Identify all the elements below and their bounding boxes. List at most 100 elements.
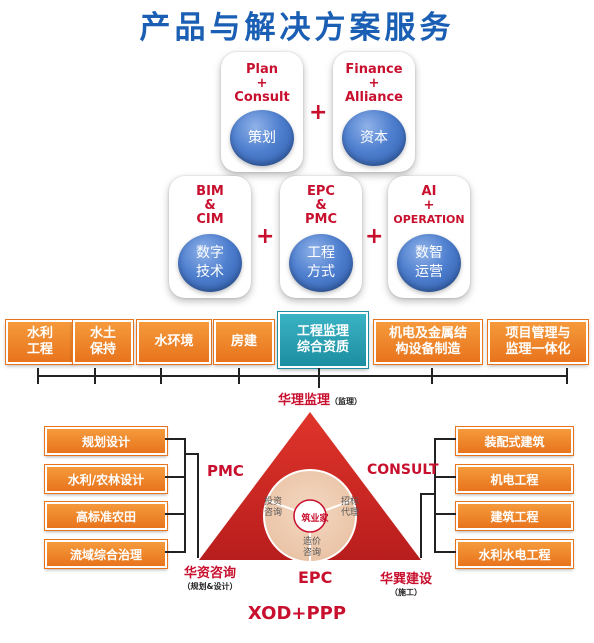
box-mechanical-manufacturing: 机电及金属结构设备制造 — [374, 320, 482, 364]
right-company-note: （施工） — [390, 588, 422, 597]
bracket-tick — [238, 368, 240, 384]
box-soil-conservation: 水土保持 — [73, 320, 133, 364]
left-company-label: 华资咨询 — [183, 566, 236, 581]
box-project-management: 项目管理与监理一体化 — [488, 320, 588, 364]
connector-line — [165, 513, 185, 515]
segment-line2: 咨询 — [263, 508, 282, 518]
connector-line — [434, 476, 456, 478]
box-line1: 房建 — [230, 334, 257, 349]
bracket-tick — [160, 368, 162, 384]
orb-digital-tech: 数字技术 — [178, 234, 242, 292]
card-bottom-label: Consult — [234, 90, 290, 105]
right-box-mechanical-electrical: 机电工程 — [456, 465, 573, 493]
card-plus-label: & — [315, 198, 327, 213]
segment-line1: 造价 — [302, 537, 321, 547]
triangle-diagram — [199, 412, 421, 563]
card-bottom-label: PMC — [304, 212, 337, 227]
box-line2: 构设备制造 — [395, 342, 461, 357]
segment-line1: 招标 — [340, 497, 359, 507]
orb-line2: 运营 — [415, 264, 443, 280]
connector-line — [184, 453, 198, 455]
box-line1: 项目管理与 — [505, 326, 571, 341]
orb-planning: 策划 — [230, 110, 294, 166]
box-supervision-qualification: 工程监理综合资质 — [278, 312, 368, 368]
card-plus-label: & — [204, 198, 216, 213]
box-line2: 工程 — [26, 342, 53, 357]
right-box-prefab-building: 装配式建筑 — [456, 427, 573, 455]
card-top-label: AI — [421, 184, 437, 199]
orb-line1: 数智 — [415, 245, 443, 261]
epc-label: EPC — [298, 568, 333, 587]
card-plus-label: + — [423, 198, 435, 213]
card-plan-consult: Plan + Consult 策划 — [221, 52, 303, 172]
segment-line2: 代理 — [340, 508, 359, 518]
left-company-note: （规划&设计） — [182, 582, 238, 591]
box-water-engineering: 水利工程 — [6, 320, 74, 364]
connector-line — [420, 493, 435, 495]
connector-line — [197, 453, 199, 558]
connector-line — [434, 438, 436, 553]
connector-line — [434, 438, 456, 440]
card-bottom-label: CIM — [196, 212, 224, 227]
card-plus-label: + — [368, 76, 380, 91]
box-line1: 水土 — [89, 326, 116, 341]
connector-line — [165, 476, 185, 478]
orb-engineering-mode: 工程方式 — [289, 234, 353, 292]
bracket-tick — [431, 368, 433, 384]
card-top-label: BIM — [196, 184, 224, 199]
box-line1: 水环境 — [154, 334, 194, 349]
card-plus-label: + — [256, 76, 268, 91]
plus-sign: + — [256, 224, 275, 249]
supervision-label-group: 华理监理（监理） — [250, 389, 390, 408]
orb-line1: 工程 — [307, 245, 335, 261]
connector-line — [420, 493, 422, 558]
right-box-building-engineering: 建筑工程 — [456, 502, 573, 530]
bracket-tick — [94, 368, 96, 384]
card-ai-operation: AI + OPERATION 数智运营 — [388, 176, 470, 298]
box-line2: 保持 — [89, 342, 116, 357]
consult-label: CONSULT — [367, 462, 439, 478]
pmc-label: PMC — [207, 462, 244, 480]
orb-smart-operation: 数智运营 — [397, 234, 461, 292]
card-bim-cim: BIM & CIM 数字技术 — [169, 176, 251, 298]
card-top-label: Finance — [345, 62, 403, 77]
right-company-label: 华巽建设 — [379, 572, 432, 587]
connector-line — [434, 551, 456, 553]
bracket-tick — [37, 368, 39, 384]
card-top-label: Plan — [245, 62, 278, 77]
box-line1: 工程监理 — [296, 324, 349, 339]
connector-line — [434, 513, 456, 515]
center-circle — [293, 499, 327, 533]
center-label: 筑业家 — [301, 514, 329, 524]
orb-capital: 资本 — [342, 110, 406, 166]
segment-bidding: 招标代理 — [337, 497, 363, 519]
orb-line1: 数字 — [196, 245, 224, 261]
right-box-hydropower: 水利水电工程 — [456, 540, 573, 568]
box-line2: 综合资质 — [296, 340, 349, 355]
supervision-note: （监理） — [330, 397, 362, 406]
connector-line — [165, 438, 185, 440]
bracket-tick — [566, 368, 568, 384]
orb-label: 资本 — [360, 129, 388, 146]
card-bottom-label: OPERATION — [393, 213, 465, 226]
plus-sign: + — [309, 100, 328, 125]
right-company-group: 华巽建设 （施工） — [366, 568, 446, 598]
orb-label: 策划 — [248, 129, 276, 146]
left-box-basin-governance: 流域综合治理 — [45, 540, 167, 568]
plus-sign: + — [365, 224, 384, 249]
card-top-label: EPC — [307, 184, 335, 199]
card-finance-alliance: Finance + Alliance 资本 — [333, 52, 415, 172]
connector-line — [184, 438, 186, 553]
left-company-group: 华资咨询 （规划&设计） — [170, 562, 250, 592]
left-box-planning-design: 规划设计 — [45, 427, 167, 455]
bracket-stem — [318, 376, 320, 388]
box-line1: 水利 — [26, 326, 53, 341]
left-box-farmland: 高标准农田 — [45, 502, 167, 530]
orb-line2: 技术 — [196, 264, 224, 280]
supervision-label: 华理监理 — [277, 393, 330, 408]
card-epc-pmc: EPC & PMC 工程方式 — [280, 176, 362, 298]
box-housing: 房建 — [214, 320, 274, 364]
card-bottom-label: Alliance — [345, 90, 403, 105]
segment-line2: 咨询 — [302, 548, 321, 558]
segment-cost: 造价咨询 — [297, 537, 327, 559]
